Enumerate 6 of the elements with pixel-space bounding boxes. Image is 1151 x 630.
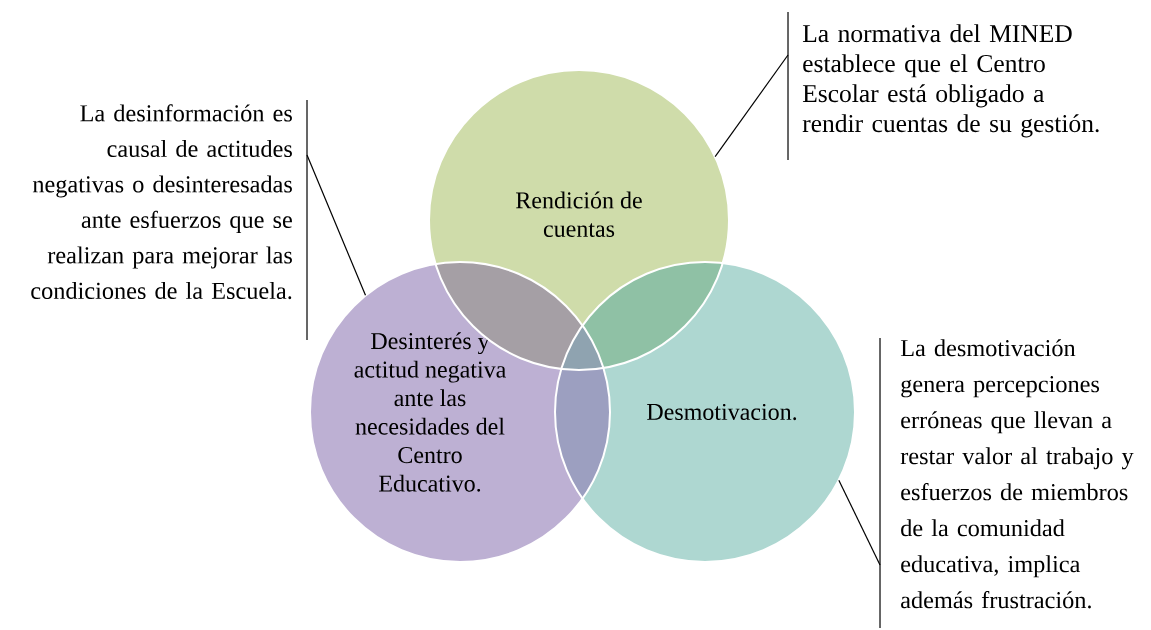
callout-text: La desinformación es causal de actitudes negativas o desinteresadas ante esfuerzos que se realizan para mejorar las condiciones de la Escuela. (31, 99, 308, 341)
callout-text: La desmotivación genera percepciones erróneas que llevan a restar valor al trabajo y esfuerzos de miembros de la comunidad educativa, implica además frustración. (879, 337, 1134, 629)
callout-text: La normativa del MINED establece que el Centro Escolar está obligado a rendir cuentas de su gestión. (787, 11, 1099, 161)
leader-line (838, 479, 881, 566)
leader-line (714, 54, 789, 158)
leader-line (306, 154, 367, 296)
